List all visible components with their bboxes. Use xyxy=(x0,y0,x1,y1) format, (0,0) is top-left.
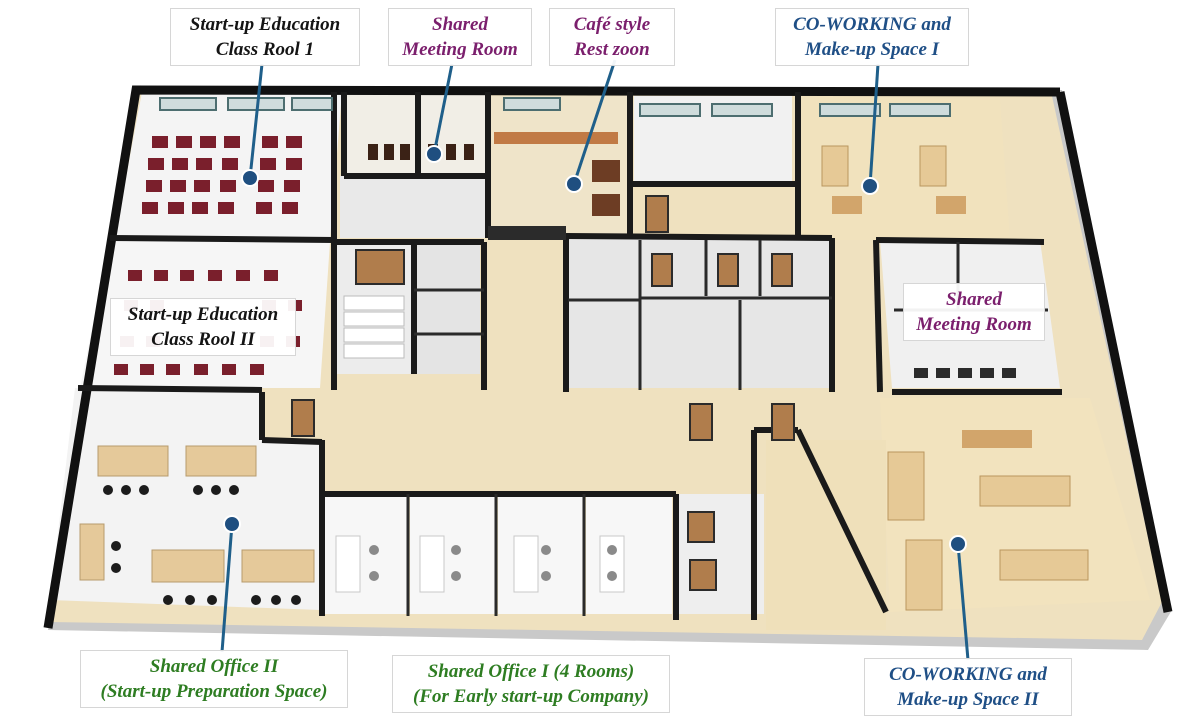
label-office1-line1: Shared Office I (4 Rooms) xyxy=(427,661,635,682)
staircase xyxy=(343,295,405,359)
callout-dots xyxy=(223,145,967,553)
classroom-1-seats xyxy=(142,136,302,214)
label-coworking-space-1: CO-WORKING and Make-up Space I xyxy=(775,8,969,66)
label-coworking1-line1: CO-WORKING and xyxy=(793,14,951,35)
label-coworking1-line2: Make-up Space I xyxy=(804,39,940,60)
label-cafe-line1: Café style xyxy=(573,14,651,35)
coworking-tables xyxy=(821,145,1089,611)
label-meeting-top-line1: Shared xyxy=(432,14,488,35)
label-shared-meeting-room-right: Shared Meeting Room xyxy=(903,283,1045,341)
office-1-room-a xyxy=(322,494,408,614)
storage-block xyxy=(414,244,480,374)
label-coworking-space-2: CO-WORKING and Make-up Space II xyxy=(864,658,1072,716)
office-1-room-d xyxy=(586,494,672,614)
cafe-furniture xyxy=(488,132,620,240)
meeting-room-right-chairs xyxy=(914,368,1016,378)
label-shared-meeting-room-top: Shared Meeting Room xyxy=(388,8,532,66)
long-corridor xyxy=(766,440,886,630)
bookshelves xyxy=(832,196,1032,448)
office-2-desks xyxy=(79,445,315,583)
label-edu1-line2: Class Rool 1 xyxy=(215,39,315,60)
label-shared-office-2: Shared Office II (Start-up Preparation S… xyxy=(80,650,348,708)
callout-lines xyxy=(220,59,970,661)
label-cafe-line2: Rest zoon xyxy=(574,39,650,60)
label-shared-office-1: Shared Office I (4 Rooms) (For Early sta… xyxy=(392,655,670,713)
doors xyxy=(291,195,795,591)
small-rooms-floor xyxy=(340,176,486,238)
label-office2-line2: (Start-up Preparation Space) xyxy=(100,681,328,702)
label-meeting-right-line1: Shared xyxy=(946,289,1002,310)
label-cafe-rest-zone: Café style Rest zoon xyxy=(549,8,675,66)
label-meeting-top-line2: Meeting Room xyxy=(402,39,518,60)
label-coworking2-line2: Make-up Space II xyxy=(897,689,1039,710)
label-edu2-line1: Start-up Education xyxy=(127,304,279,325)
label-edu2-line2: Class Rool II xyxy=(151,329,255,350)
label-edu1-line1: Start-up Education xyxy=(189,14,341,35)
office-1-room-c xyxy=(498,494,584,614)
label-meeting-right-line2: Meeting Room xyxy=(916,314,1032,335)
label-coworking2-line1: CO-WORKING and xyxy=(889,664,1047,685)
label-start-up-education-class-2: Start-up Education Class Rool II xyxy=(110,298,296,356)
windows xyxy=(159,97,951,117)
office-1-chairs xyxy=(369,545,617,581)
label-office1-line2: (For Early start-up Company) xyxy=(413,686,649,707)
walls xyxy=(43,85,1173,629)
label-start-up-education-class-1: Start-up Education Class Rool 1 xyxy=(170,8,360,66)
office-2-chairs xyxy=(103,485,301,605)
interior-walls xyxy=(77,92,1062,620)
label-office2-line1: Shared Office II xyxy=(149,656,279,677)
